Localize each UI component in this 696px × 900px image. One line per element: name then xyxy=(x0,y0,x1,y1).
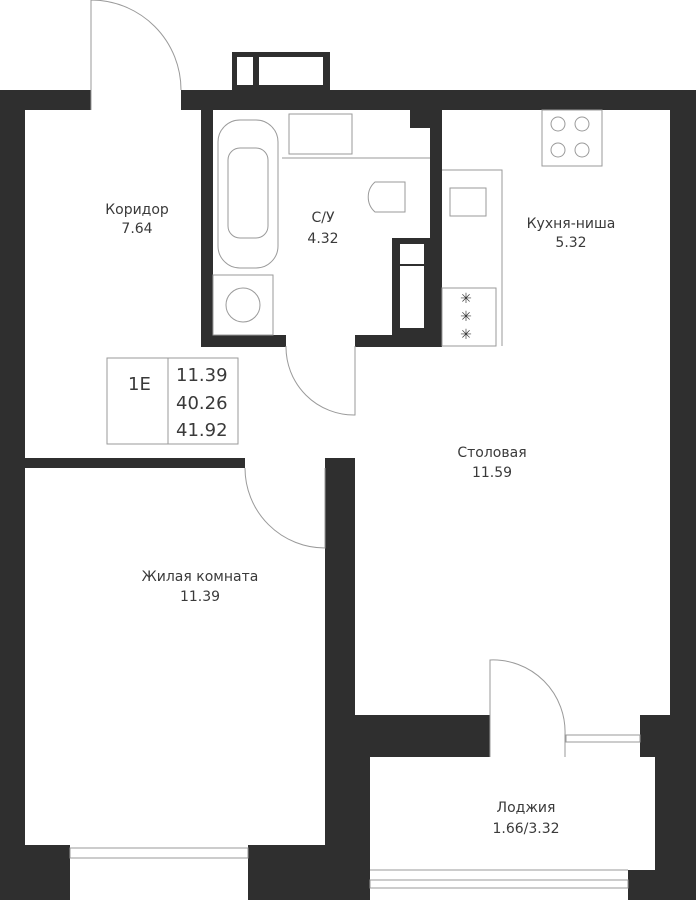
living-area-value: 11.39 xyxy=(176,365,228,386)
apartment-type: 1E xyxy=(128,374,151,395)
doors xyxy=(69,0,641,889)
total-area-value: 40.26 xyxy=(176,393,228,414)
svg-text:✳: ✳ xyxy=(460,291,472,307)
dining-area: 11.59 xyxy=(472,465,512,481)
kitchen-name: Кухня-ниша xyxy=(527,216,616,232)
corridor-area: 7.64 xyxy=(121,221,152,237)
fixtures: ✳ ✳ ✳ xyxy=(212,109,603,347)
living-door-icon xyxy=(244,467,326,549)
washing-machine-icon xyxy=(212,274,274,336)
loggia-area: 1.66/3.32 xyxy=(492,821,559,837)
loggia-name: Лоджия xyxy=(497,800,556,816)
window-panes xyxy=(237,57,424,328)
dining-name: Столовая xyxy=(457,445,526,461)
walls xyxy=(0,52,696,900)
living-area: 11.39 xyxy=(180,589,220,605)
living-name: Жилая комната xyxy=(142,569,259,585)
window-icon xyxy=(369,879,629,889)
kitchen-sink-icon xyxy=(449,187,487,217)
bathroom-name: С/У xyxy=(311,210,334,226)
svg-text:✳: ✳ xyxy=(460,309,472,325)
corridor-name: Коридор xyxy=(105,202,169,218)
loggia-door-icon xyxy=(489,659,566,757)
total-with-loggia-value: 41.92 xyxy=(176,420,228,441)
cooktop-icon xyxy=(441,287,497,347)
entrance-door-icon xyxy=(90,0,182,110)
svg-text:✳: ✳ xyxy=(460,327,472,343)
summary-box: 1E 11.39 40.26 41.92 xyxy=(106,357,239,445)
bathroom-area: 4.32 xyxy=(307,231,338,247)
sink-icon xyxy=(288,113,353,155)
kitchen-area: 5.32 xyxy=(555,235,586,251)
toilet-icon xyxy=(367,181,406,213)
bathtub-icon xyxy=(217,119,279,269)
stove-icon xyxy=(541,109,603,167)
window-icon xyxy=(69,847,249,859)
bathroom-door-icon xyxy=(285,345,356,416)
